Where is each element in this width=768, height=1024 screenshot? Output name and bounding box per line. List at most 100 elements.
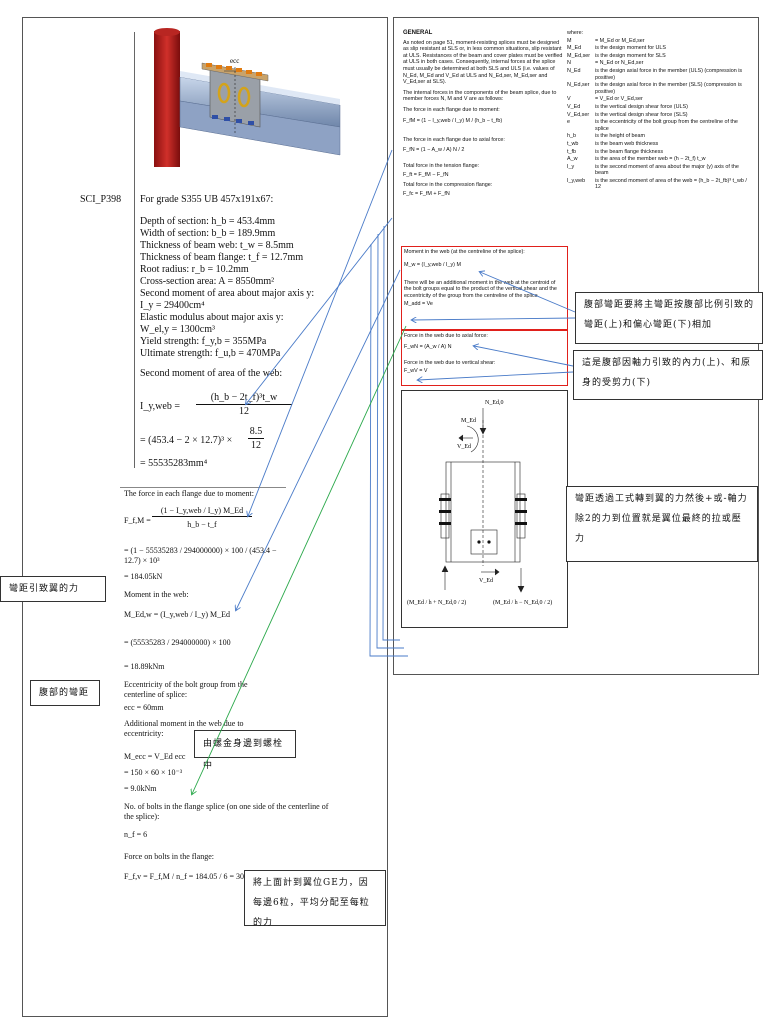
prop-width: Width of section: b_b = 189.9mm — [140, 228, 276, 239]
tension-title: Total force in the tension flange: — [403, 163, 480, 170]
right-left-column: GENERAL As noted on page 51, moment-resi… — [403, 30, 565, 198]
where-definition: is the design axial force in the member … — [595, 67, 743, 81]
where-title: where: — [567, 30, 584, 36]
where-symbol: t_wb — [567, 140, 579, 147]
eccentricity-title: Eccentricity of the bolt group from the … — [124, 680, 248, 699]
m-web-formula: M_Ed,w = (I_y,web / I_y) M_Ed — [124, 610, 230, 619]
where-symbol: I_y — [567, 163, 575, 170]
prop-ultimate: Ultimate strength: f_u,b = 470MPa — [140, 348, 281, 359]
web-calc-1: = (453.4 − 2 × 12.7)³ × 8.5 12 — [140, 426, 264, 451]
flange-axial-title: The force in each flange due to axial fo… — [403, 136, 505, 143]
web-formula-num: (h_b − 2t_f)³t_w — [196, 392, 292, 405]
where-item: N = N_Ed or N_Ed,ser — [567, 60, 747, 67]
where-definition: is the design moment for SLS — [595, 52, 666, 59]
where-symbol: N_Ed — [567, 67, 581, 74]
v-top-label: V_Ed — [457, 444, 471, 450]
note-web-moment-left: 腹部的彎距 — [30, 680, 100, 706]
where-symbol: e — [567, 119, 570, 126]
where-symbol: V_Ed,ser — [567, 111, 590, 118]
where-symbol: A_w — [567, 156, 578, 163]
grade-title: For grade S355 UB 457x191x67: — [140, 194, 274, 205]
general-title: GENERAL — [403, 30, 433, 36]
where-definition: is the vertical design shear force (SLS) — [595, 111, 688, 118]
prop-wely: W_el,y = 1300cm³ — [140, 324, 216, 335]
where-symbol: N_Ed,ser — [567, 82, 590, 89]
left-force-label: (M_Ed / h + N_Ed,0 / 2) — [407, 599, 466, 606]
where-item: V = V_Ed or V_Ed,ser — [567, 96, 747, 103]
m-top-label: M_Ed — [461, 418, 476, 424]
where-symbol: V_Ed — [567, 103, 581, 110]
splice-3d-illustration: ecc — [154, 28, 341, 167]
web-moment-title-r: Moment in the web (at the centreline of … — [404, 249, 525, 255]
prop-yield: Yield strength: f_y,b = 355MPa — [140, 336, 267, 347]
m-ecc-calc: = 150 × 60 × 10⁻³ — [124, 768, 183, 777]
where-definition: is the area of the member web = (h − 2t_… — [595, 156, 706, 163]
prop-flange-thickness: Thickness of beam flange: t_f = 12.7mm — [140, 252, 304, 263]
web-formula-lhs: I_y,web = — [140, 401, 180, 412]
additional-moment-title: Additional moment in the web due to ecce… — [124, 719, 244, 738]
prop-elastic-modulus-label: Elastic modulus about major axis y: — [140, 312, 284, 323]
where-symbol: M_Ed,ser — [567, 52, 591, 59]
web-moment-title: Second moment of area of the web: — [140, 368, 283, 379]
where-symbol: N — [567, 60, 571, 67]
prop-depth: Depth of section: h_b = 453.4mm — [140, 216, 276, 227]
where-definition: is the beam web thickness — [595, 140, 659, 147]
column-shape — [154, 31, 180, 167]
web-axial-title: Force in the web due to axial force: — [404, 333, 488, 339]
compression-title: Total force in the compression flange: — [403, 182, 493, 189]
where-definition: is the design moment for ULS — [595, 45, 667, 52]
sci-label: SCI_P398 — [80, 194, 122, 205]
where-item: V_Ed is the vertical design shear force (… — [567, 104, 747, 111]
m-add-eq: M_add = Ve — [404, 301, 433, 308]
f-fm-formula: F_f,M = (1 − I_y,web / I_y) M_Ed h_b − t… — [124, 506, 284, 534]
force-bolts-title: Force on bolts in the flange: — [124, 852, 214, 861]
tension-eq: F_ft = F_fM − F_fN — [403, 171, 449, 178]
flange-moment-title: The force in each flange due to moment: — [124, 489, 254, 498]
f-bolt-formula: F_f,v = F_f,M / n_f = 184.05 / 6 = 30.67… — [124, 872, 264, 881]
where-symbol: V — [567, 96, 571, 103]
no-bolts-title: No. of bolts in the flange splice (on on… — [124, 802, 329, 821]
right-force-label: (M_Ed / h − N_Ed,0 / 2) — [493, 599, 552, 606]
note-bolt-ecc: 由螺金身邊到螺栓中 — [194, 730, 296, 771]
additional-moment-para: There will be an additional moment in th… — [404, 279, 557, 299]
where-item: M_Ed,ser is the design moment for SLS — [567, 53, 747, 60]
where-definition: is the second moment of area about the m… — [595, 163, 739, 177]
prop-root-radius: Root radius: r_b = 10.2mm — [140, 264, 249, 275]
m-ecc-formula: M_ecc = V_Ed ecc — [124, 752, 186, 761]
section-properties: Depth of section: h_b = 453.4mm Width of… — [140, 216, 380, 360]
where-definition: = M_Ed or M_Ed,ser — [595, 37, 645, 44]
where-item: I_y is the second moment of area about th… — [567, 164, 747, 177]
where-definition: is the height of beam — [595, 133, 646, 140]
where-definition: = N_Ed or N_Ed,ser — [595, 60, 644, 67]
section-divider — [120, 487, 286, 488]
web-moment-block: Moment in the web (at the centreline of … — [404, 249, 564, 308]
where-symbol: M_Ed — [567, 45, 582, 52]
where-definition: = V_Ed or V_Ed,ser — [595, 96, 643, 103]
splice-force-diagram: N_Ed,0 M_Ed V_Ed V_Ed (M_Ed / h + N_Ed,0… — [407, 400, 552, 606]
where-symbol: t_fb — [567, 148, 576, 155]
where-item: V_Ed,ser is the vertical design shear for… — [567, 112, 747, 119]
where-item: M = M_Ed or M_Ed,ser — [567, 38, 747, 45]
where-symbol: M — [567, 37, 572, 44]
v-bottom-label: V_Ed — [479, 578, 493, 584]
f-fm-result: = 184.05kN — [124, 572, 163, 581]
m-ecc-result: = 9.0kNm — [124, 784, 157, 793]
n-top-label: N_Ed,0 — [485, 400, 504, 406]
general-paragraph: As noted on page 51, moment-resisting sp… — [403, 39, 563, 86]
note-web-forces: 這是腹部因軸力引致的內力(上)、和原身的受剪力(下) — [573, 350, 763, 400]
where-item: e is the eccentricity of the bolt group f… — [567, 119, 747, 132]
flange-axial-eq: F_fN = (1 − A_w / A) N / 2 — [403, 147, 465, 154]
where-definition: is the design axial force in the member … — [595, 82, 742, 95]
note-moment-flange: 彎距引致翼的力 — [0, 576, 106, 602]
left-margin-rule — [134, 32, 135, 468]
web-moment-eq: M_w = (I_y,web / I_y) M — [404, 261, 461, 268]
where-definition: is the eccentricity of the bolt group fr… — [595, 119, 738, 132]
where-symbol: I_y,web — [567, 177, 586, 184]
compression-eq: F_fc = F_fM + F_fN — [403, 190, 450, 197]
web-calc-2: = 55535283mm⁴ — [140, 458, 208, 469]
prop-second-moment-label: Second moment of area about major axis y… — [140, 288, 315, 299]
where-definition: is the vertical design shear force (ULS) — [595, 103, 688, 110]
